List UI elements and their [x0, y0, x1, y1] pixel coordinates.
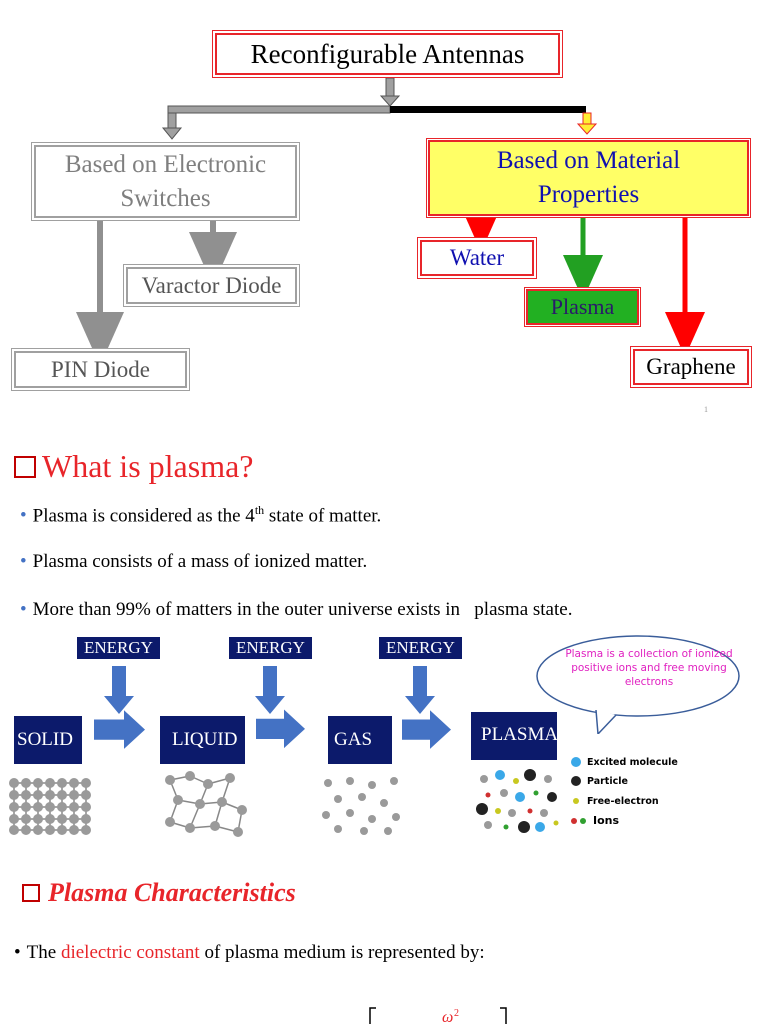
bullet-dot-icon: •: [20, 505, 27, 527]
electronic-switches-node: Based on Electronic Switches: [34, 145, 297, 218]
bullet-dot-icon: •: [14, 942, 21, 963]
ions-icon: [571, 817, 586, 824]
gas-particles-image: [322, 777, 400, 835]
section1-heading: What is plasma?: [14, 448, 253, 485]
energy-down-arrow-3: [405, 666, 435, 714]
plasma-node: Plasma: [526, 289, 639, 325]
bullet-1-sup: th: [254, 503, 265, 517]
checkbox-bullet-icon: [22, 884, 40, 902]
page-number: 1: [704, 405, 708, 414]
svg-text:2: 2: [454, 1008, 459, 1019]
legend-excited-molecule-text: Excited molecule: [587, 756, 678, 768]
dielectric-bullet-highlight: dielectric constant: [60, 942, 200, 963]
bullet-2: •Plasma consists of a mass of ionized ma…: [20, 551, 367, 573]
dielectric-formula-fragment: ω 2: [369, 1007, 507, 1024]
energy-label-3: ENERGY: [379, 637, 462, 659]
legend-free-electron-text: Free-electron: [587, 795, 659, 807]
legend-free-electron: Free-electron: [570, 795, 659, 807]
solid-label: SOLID: [14, 716, 82, 764]
excited-molecule-icon: [571, 757, 581, 767]
state-arrows: [94, 666, 451, 749]
bullet-dot-icon: •: [20, 599, 27, 620]
bullet-dot-icon: •: [20, 551, 27, 572]
section1-heading-text: What is plasma?: [42, 448, 254, 484]
svg-text:ω: ω: [442, 1009, 453, 1024]
water-node: Water: [420, 240, 534, 276]
plasma-particles-image: [476, 769, 559, 833]
plasma-label: PLASMA: [471, 712, 558, 760]
bullet-3-text: More than 99% of matters in the outer un…: [32, 599, 573, 620]
legend-excited-molecule: Excited molecule: [570, 756, 678, 768]
legend-particle: Particle: [570, 775, 628, 787]
solid-lattice-image: [9, 778, 91, 835]
checkbox-bullet-icon: [14, 455, 36, 478]
bullet-1-post: state of matter.: [264, 505, 382, 527]
bullet-2-text: Plasma consists of a mass of ionized mat…: [32, 551, 368, 572]
varactor-diode-node: Varactor Diode: [126, 267, 297, 304]
energy-label-1: ENERGY: [77, 637, 160, 659]
free-electron-icon: [573, 798, 579, 804]
root-node: Reconfigurable Antennas: [215, 33, 560, 75]
section2-heading-text: Plasma Characteristics: [48, 878, 296, 907]
dielectric-bullet-pre: The: [26, 942, 61, 963]
electronic-switches-line1: Based on Electronic: [64, 150, 267, 178]
callout-bubble: [536, 635, 740, 734]
legend-particle-text: Particle: [587, 775, 628, 787]
section2-heading: Plasma Characteristics: [22, 878, 296, 908]
particle-icon: [571, 776, 581, 786]
pin-diode-node: PIN Diode: [14, 351, 187, 388]
energy-down-arrow-1: [104, 666, 134, 714]
callout-text: Plasma is a collection of ionized positi…: [565, 648, 733, 688]
state-right-arrow-1: [94, 710, 145, 749]
legend-ions: Ions: [570, 814, 619, 827]
state-right-arrow-2: [256, 709, 305, 749]
bullet-1: •Plasma is considered as the 4th state o…: [20, 503, 381, 527]
energy-label-2: ENERGY: [229, 637, 312, 659]
diagram-connectors: [76, 77, 705, 366]
bullet-3: •More than 99% of matters in the outer u…: [20, 599, 572, 621]
liquid-molecules-image: [165, 771, 247, 837]
dielectric-bullet: •The dielectric constant of plasma mediu…: [14, 942, 485, 964]
electronic-switches-line2: Switches: [120, 184, 211, 212]
bullet-1-pre: Plasma is considered as the 4: [32, 505, 255, 527]
legend-ions-text: Ions: [593, 814, 620, 827]
dielectric-bullet-post: of plasma medium is represented by:: [199, 942, 485, 963]
material-properties-line1: Based on Material: [496, 147, 681, 174]
gas-label: GAS: [328, 716, 392, 764]
liquid-label: LIQUID: [160, 716, 245, 764]
material-properties-line2: Properties: [537, 181, 640, 208]
state-right-arrow-3: [402, 710, 451, 749]
graphene-node: Graphene: [633, 349, 749, 385]
material-properties-node: Based on Material Properties: [428, 140, 749, 216]
energy-down-arrow-2: [255, 666, 285, 714]
